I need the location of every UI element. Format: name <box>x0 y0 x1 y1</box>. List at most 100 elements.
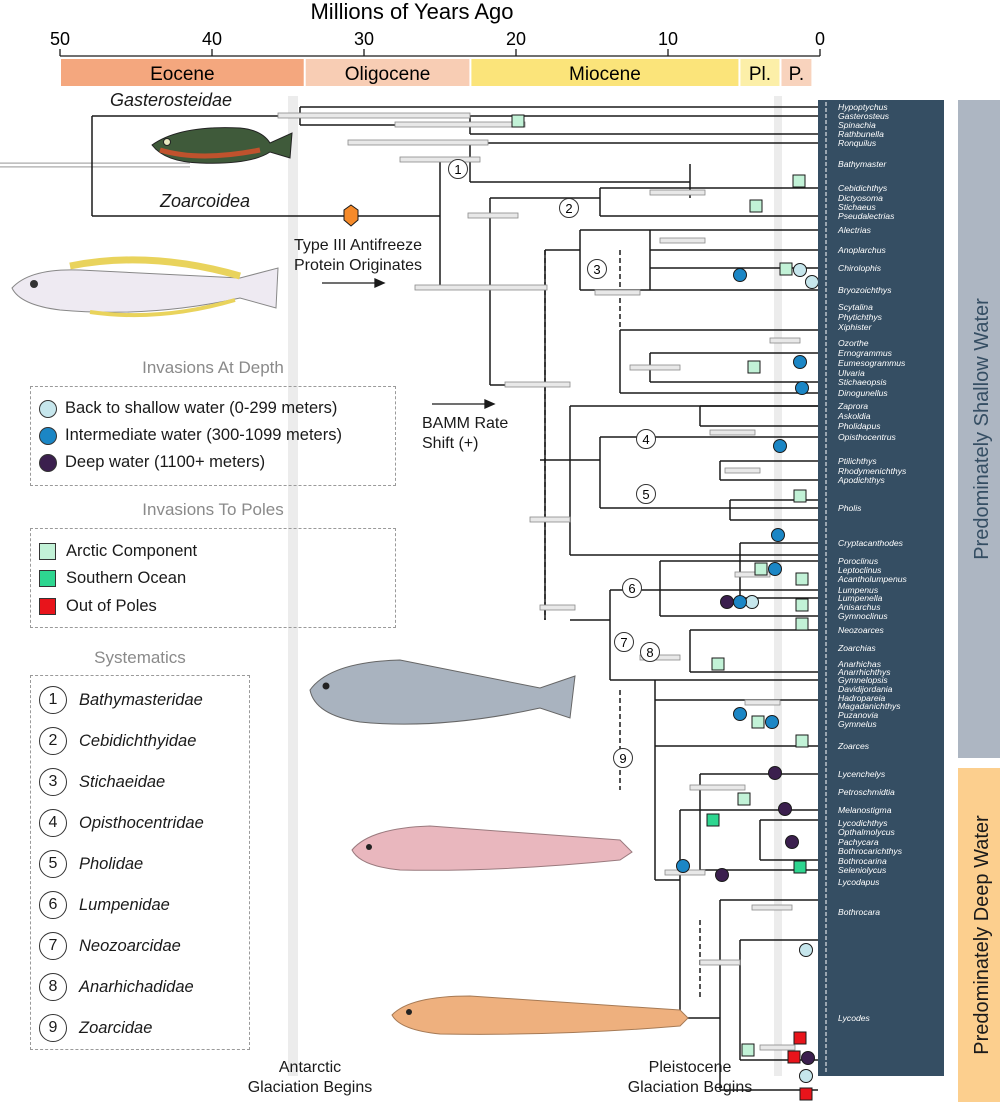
svg-text:5: 5 <box>642 487 649 502</box>
fish-illustrations <box>11 127 689 1035</box>
genus-label: Ernogrammus <box>838 348 893 358</box>
genus-label: Anarhichas <box>837 659 882 669</box>
marker-arctic <box>511 114 525 128</box>
genus-label: Lycodes <box>838 1013 871 1023</box>
marker-arctic <box>737 792 751 806</box>
antifreeze-annotation: Type III Antifreeze Protein Originates <box>293 237 423 274</box>
marker-shallow <box>745 595 759 609</box>
out-of-poles-square-icon <box>39 598 56 615</box>
poles-legend-item: Out of Poles <box>39 597 157 616</box>
deep-dot-icon <box>39 453 57 472</box>
genus-label: Hypoptychus <box>838 102 888 112</box>
svg-text:1: 1 <box>454 162 461 177</box>
genus-label: Leptoclinus <box>838 565 882 575</box>
svg-text:3: 3 <box>593 262 600 277</box>
marker-arctic <box>795 598 809 612</box>
marker-deep <box>785 835 799 849</box>
genus-label: Lycenchelys <box>838 769 886 779</box>
genus-label: Gymnelopsis <box>838 675 888 685</box>
svg-text:4: 4 <box>642 432 649 447</box>
genus-label: Ptilichthys <box>838 456 877 466</box>
genus-label: Seleniolycus <box>838 865 887 875</box>
genus-label: Acantholumpenus <box>837 574 907 584</box>
genus-label: Bryozoichthys <box>838 285 892 295</box>
genus-label: Opisthocentrus <box>838 432 897 442</box>
genus-label: Pholis <box>838 503 862 513</box>
marker-intermediate <box>765 715 779 729</box>
marker-out-of-poles <box>799 1087 813 1101</box>
depth-legend-item: Deep water (1100+ meters) <box>39 453 265 472</box>
epoch-segment <box>781 59 812 86</box>
marker-intermediate <box>733 707 747 721</box>
shallow-water-bar <box>958 100 1000 758</box>
intermediate-dot-icon <box>39 426 57 445</box>
poles-legend-title: Invasions To Poles <box>142 500 284 519</box>
stickleback-illustration <box>151 127 293 164</box>
arctic-square-icon <box>39 543 56 560</box>
antarctic-glaciation-band <box>288 96 298 1076</box>
genus-label: Cryptacanthodes <box>838 538 904 548</box>
genus-label: Lycodapus <box>838 877 880 887</box>
depth-legend: Back to shallow water (0-299 meters) Int… <box>30 386 396 486</box>
svg-text:8: 8 <box>646 645 653 660</box>
genus-label: Pachycara <box>838 837 879 847</box>
genus-label: Davidijordania <box>838 684 893 694</box>
epoch-label: Oligocene <box>345 64 431 85</box>
genus-label: Xiphister <box>837 322 873 332</box>
clade-label-zoarcoidea: Zoarcoidea <box>160 191 251 211</box>
genus-label: Dictyosoma <box>838 193 883 203</box>
bamm-annotation: BAMM Rate Shift (+) <box>422 415 509 452</box>
genus-label: Alectrias <box>837 225 872 235</box>
southern-square-icon <box>39 570 56 587</box>
pleistocene-glaciation-band <box>774 96 782 1076</box>
marker-arctic <box>795 572 809 586</box>
marker-shallow <box>805 275 819 289</box>
deep-water-label: Predominately Deep Water <box>971 815 993 1055</box>
depth-legend-item: Intermediate water (300-1099 meters) <box>39 426 342 445</box>
orange-eelpout-illustration <box>391 995 689 1035</box>
marker-arctic <box>711 657 725 671</box>
marker-out-of-poles <box>793 1031 807 1045</box>
marker-arctic <box>792 174 806 188</box>
trait-markers <box>343 114 819 1101</box>
taxon-panel <box>818 100 944 1076</box>
marker-arctic <box>795 734 809 748</box>
depth-legend-title: Invasions At Depth <box>142 358 284 377</box>
genus-label: Melanostigma <box>838 805 892 815</box>
svg-text:2: 2 <box>565 201 572 216</box>
axis-tick-label: 10 <box>658 29 678 49</box>
genus-label: Hadropareia <box>838 693 886 703</box>
poles-legend-item: Arctic Component <box>39 542 197 561</box>
marker-intermediate <box>793 355 807 369</box>
genus-label: Eumesogrammus <box>838 358 906 368</box>
genus-label: Bothrocarichthys <box>838 846 903 856</box>
axis-tick-label: 0 <box>815 29 825 49</box>
epoch-segment <box>471 59 739 86</box>
genus-label: Ronquilus <box>838 138 877 148</box>
epoch-label: Pl. <box>749 64 771 85</box>
marker-arctic <box>795 617 809 631</box>
epoch-segment <box>305 59 470 86</box>
poles-legend-item: Southern Ocean <box>39 569 186 588</box>
axis-tick-label: 20 <box>506 29 526 49</box>
deep-water-bar <box>958 768 1000 1102</box>
genus-label: Zoarces <box>837 741 870 751</box>
marker-shallow <box>799 943 813 957</box>
genus-label: Gymnoclinus <box>838 611 888 621</box>
poles-legend: Arctic Component Southern Ocean Out of P… <box>30 528 396 628</box>
genus-label: Dinogunellus <box>838 388 888 398</box>
systematics-title: Systematics <box>94 648 186 667</box>
genus-label: Lumpenus <box>838 585 879 595</box>
annotation-arrows <box>322 277 496 410</box>
marker-intermediate <box>733 268 747 282</box>
tree-node-labels: 1 2 3 4 5 6 7 8 9 <box>448 159 660 768</box>
genus-label: Chirolophis <box>838 263 882 273</box>
axis-tick-label: 50 <box>50 29 70 49</box>
genus-label: Zaprora <box>837 401 868 411</box>
marker-deep <box>801 1051 815 1065</box>
